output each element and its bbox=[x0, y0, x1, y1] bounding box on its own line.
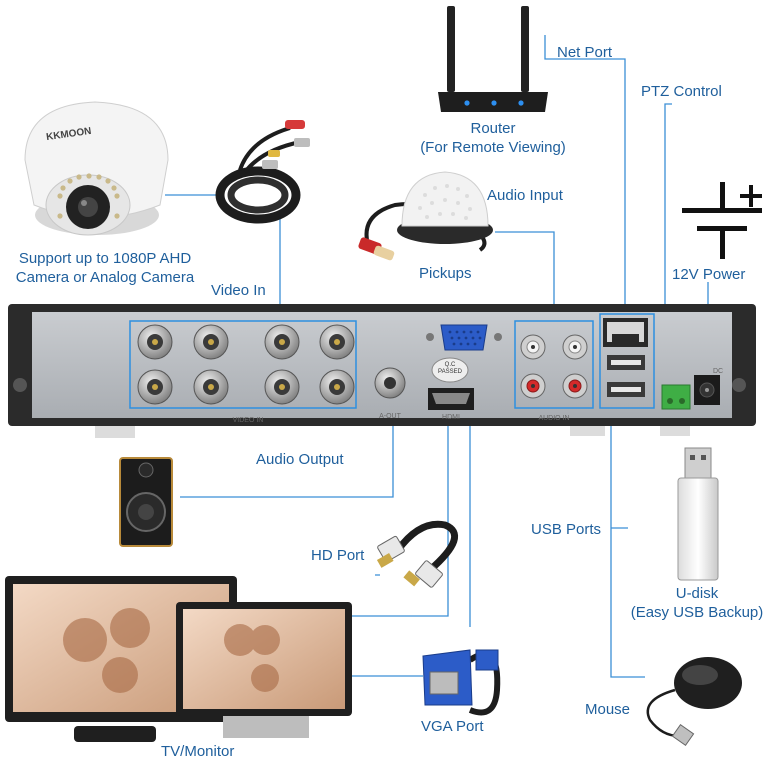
microphone-pickup-icon bbox=[358, 171, 493, 261]
qc-passed-text: Q.C PASSED bbox=[438, 362, 462, 375]
ptz-control-label: PTZ Control bbox=[641, 83, 722, 100]
vga-port-line bbox=[350, 409, 471, 677]
audio-output-label: Audio Output bbox=[256, 451, 344, 468]
net-port-label: Net Port bbox=[557, 44, 613, 61]
dome-camera-icon bbox=[24, 101, 169, 236]
panel-mark-a-out: A-OUT bbox=[379, 413, 402, 420]
router-label: Router (For Remote Viewing) bbox=[420, 120, 566, 156]
audio-output-line bbox=[180, 401, 394, 498]
net-port-line bbox=[544, 35, 626, 321]
net-usb-highlight bbox=[599, 313, 655, 409]
udisk-label: U-disk (Easy USB Backup) bbox=[630, 585, 764, 621]
bnc-cable-icon bbox=[215, 120, 310, 224]
panel-mark-video-in: VIDEO IN bbox=[233, 417, 264, 424]
hd-port-label: HD Port bbox=[311, 547, 365, 564]
tv-monitor-label: TV/Monitor bbox=[161, 743, 235, 760]
audio-input-line bbox=[495, 231, 555, 321]
usb-mouse-line bbox=[610, 409, 645, 678]
ptz-control-line bbox=[664, 103, 672, 372]
mouse-label: Mouse bbox=[585, 701, 631, 718]
speaker-icon bbox=[119, 457, 173, 547]
panel-mark-dc: DC bbox=[713, 368, 723, 375]
pickups-label: Pickups bbox=[419, 265, 472, 282]
vga-cable-icon bbox=[422, 649, 501, 716]
router-icon bbox=[438, 6, 548, 112]
bnc-connectors bbox=[137, 324, 355, 405]
video-in-highlight bbox=[129, 320, 357, 409]
camera-label: Support up to 1080P AHD Camera or Analog… bbox=[15, 250, 195, 286]
usb-ports-label: USB Ports bbox=[531, 521, 602, 538]
hdmi-cable-icon bbox=[376, 520, 458, 588]
ptz-terminal bbox=[661, 384, 691, 410]
panel-mark-audio-in: AUDIO IN bbox=[538, 415, 569, 422]
panel-mark-hdmi: HDMI bbox=[442, 414, 460, 421]
mouse-icon bbox=[646, 657, 742, 747]
power-12v-label: 12V Power bbox=[672, 266, 746, 283]
audio-input-label: Audio Input bbox=[487, 187, 563, 204]
video-in-label: Video In bbox=[211, 282, 266, 299]
vga-port-label: VGA Port bbox=[421, 718, 484, 735]
dvr-back-panel bbox=[8, 304, 756, 438]
audio-in-highlight bbox=[514, 320, 594, 409]
qc-passed-sticker bbox=[431, 357, 469, 383]
usb-flash-drive-icon bbox=[677, 447, 719, 581]
dc-power-symbol-icon bbox=[682, 182, 762, 259]
hd-port-line bbox=[350, 409, 449, 617]
tv-monitor-icon bbox=[5, 576, 352, 742]
rca-audio-in-connectors bbox=[520, 334, 588, 399]
